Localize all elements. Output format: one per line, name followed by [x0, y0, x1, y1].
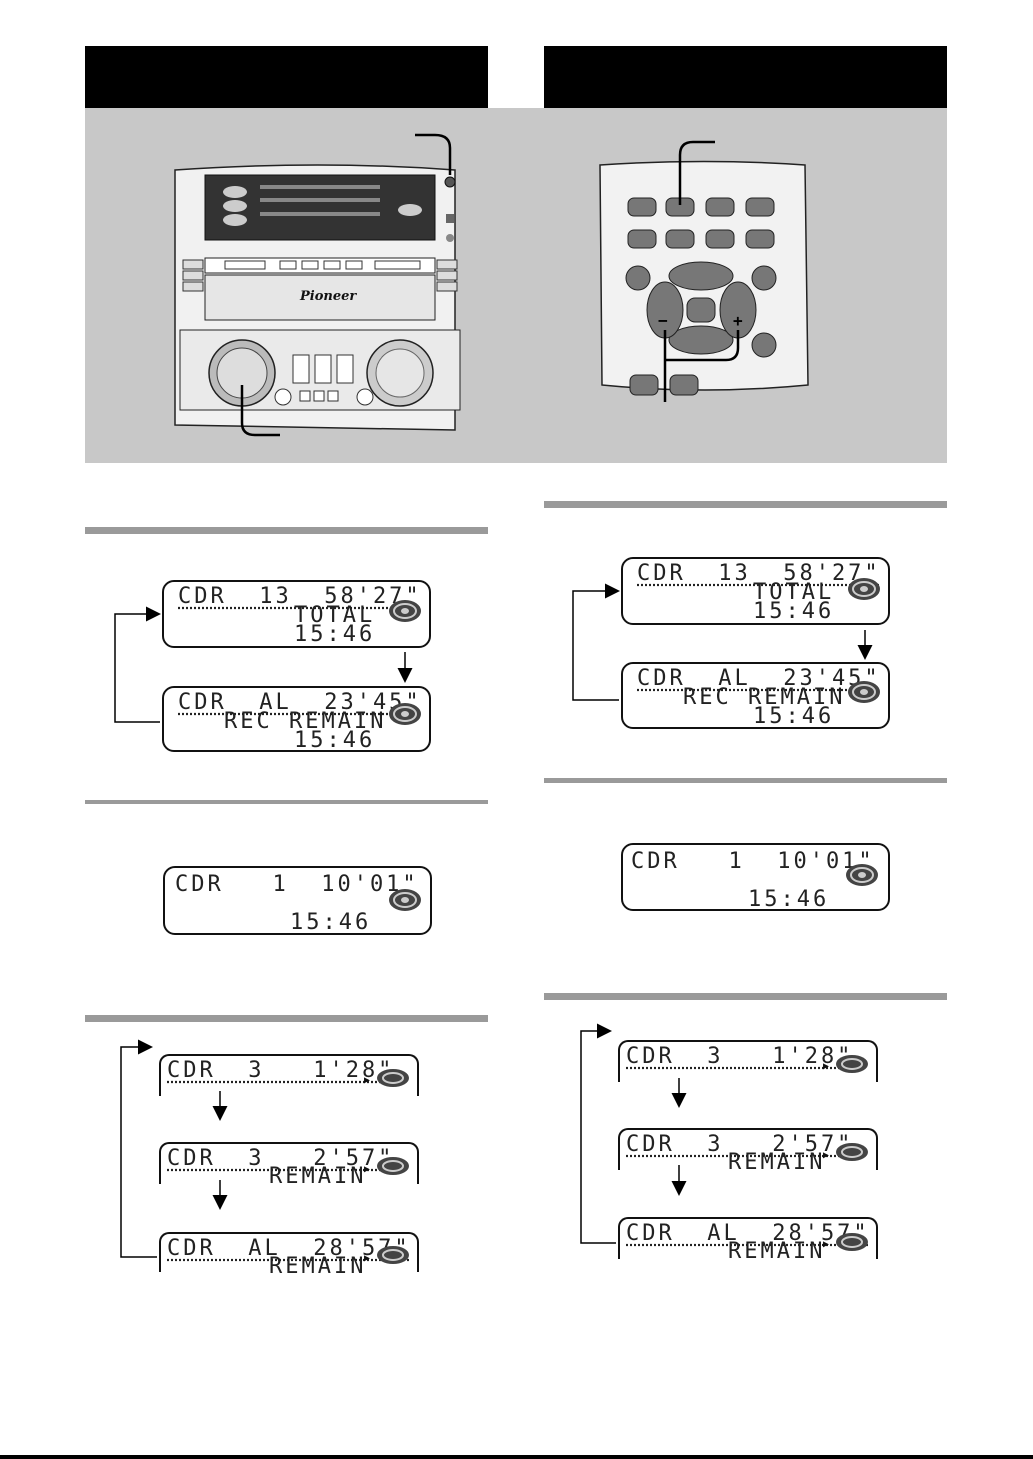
right-header-bar — [544, 46, 947, 108]
right-section1-rule — [544, 501, 947, 508]
play-indicator-icon: ▶ — [364, 1075, 371, 1086]
disc-icon — [836, 1055, 868, 1073]
right-section2-rule — [544, 778, 947, 783]
lcd-line2: TOTAL — [294, 603, 376, 628]
lcd-line2: REMAIN — [269, 1254, 367, 1279]
lcd-line2: TOTAL — [753, 580, 835, 605]
left-section1-rule — [85, 527, 488, 534]
lcd-line2: REMAIN — [728, 1239, 826, 1264]
disc-icon — [836, 1233, 868, 1251]
disc-icon — [836, 1143, 868, 1161]
lcd-line2: REMAIN — [728, 1150, 826, 1175]
stereo-unit-illustration: Pioneer — [174, 133, 461, 437]
left-lcd-elapsed: CDR 3 1'28" — [159, 1054, 419, 1096]
disc-icon — [389, 889, 421, 911]
play-indicator-icon: ▶ — [364, 1253, 371, 1264]
right-section3-rule — [544, 993, 947, 1000]
lcd-line3: 15:46 — [290, 910, 372, 935]
play-indicator-icon: ▶ — [823, 1061, 830, 1072]
right-lcd-track-time: CDR 1 10'01" 15:46 — [621, 843, 890, 912]
disc-icon — [389, 600, 421, 622]
disc-icon — [389, 703, 421, 725]
lcd-line3: 15:46 — [753, 599, 835, 624]
lcd-line3: 15:46 — [294, 622, 376, 647]
minus-label: − — [658, 311, 668, 330]
lcd-line2: REMAIN — [269, 1164, 367, 1189]
left-section2-rule — [85, 800, 488, 804]
remote-control-illustration: − + — [599, 140, 809, 402]
plus-label: + — [733, 311, 743, 330]
page-bottom-border — [0, 1455, 1033, 1459]
play-indicator-icon: ▶ — [823, 1239, 830, 1250]
lcd-line1: CDR 3 1'28" — [167, 1058, 395, 1083]
lcd-line1: CDR 1 10'01" — [631, 849, 875, 874]
disc-icon — [377, 1069, 409, 1087]
left-header-bar — [85, 46, 488, 108]
right-lcd-total: CDR 13 58'27" TOTAL 15:46 — [621, 557, 890, 625]
disc-icon — [377, 1246, 409, 1264]
pioneer-logo: Pioneer — [299, 289, 357, 304]
left-lcd-track-time: CDR 1 10'01" 15:46 — [163, 866, 432, 935]
disc-icon — [848, 578, 880, 600]
lcd-line3: 15:46 — [294, 728, 376, 753]
disc-icon — [846, 864, 878, 886]
disc-icon — [377, 1157, 409, 1175]
play-indicator-icon: ▶ — [364, 1164, 371, 1175]
play-indicator-icon: ▶ — [823, 1150, 830, 1161]
disc-icon — [848, 681, 880, 703]
lcd-line2: REC REMAIN — [683, 685, 846, 710]
left-lcd-remain: CDR 3 2'57" REMAIN — [159, 1142, 419, 1189]
right-lcd-elapsed: CDR 3 1'28" — [618, 1040, 878, 1082]
left-section3-rule — [85, 1015, 488, 1022]
lcd-line1: CDR 3 1'28" — [626, 1044, 854, 1069]
lcd-line3: 15:46 — [748, 887, 830, 912]
lcd-line2: REC REMAIN — [224, 709, 387, 734]
lcd-line1: CDR 1 10'01" — [175, 872, 419, 897]
lcd-line3: 15:46 — [753, 704, 835, 729]
